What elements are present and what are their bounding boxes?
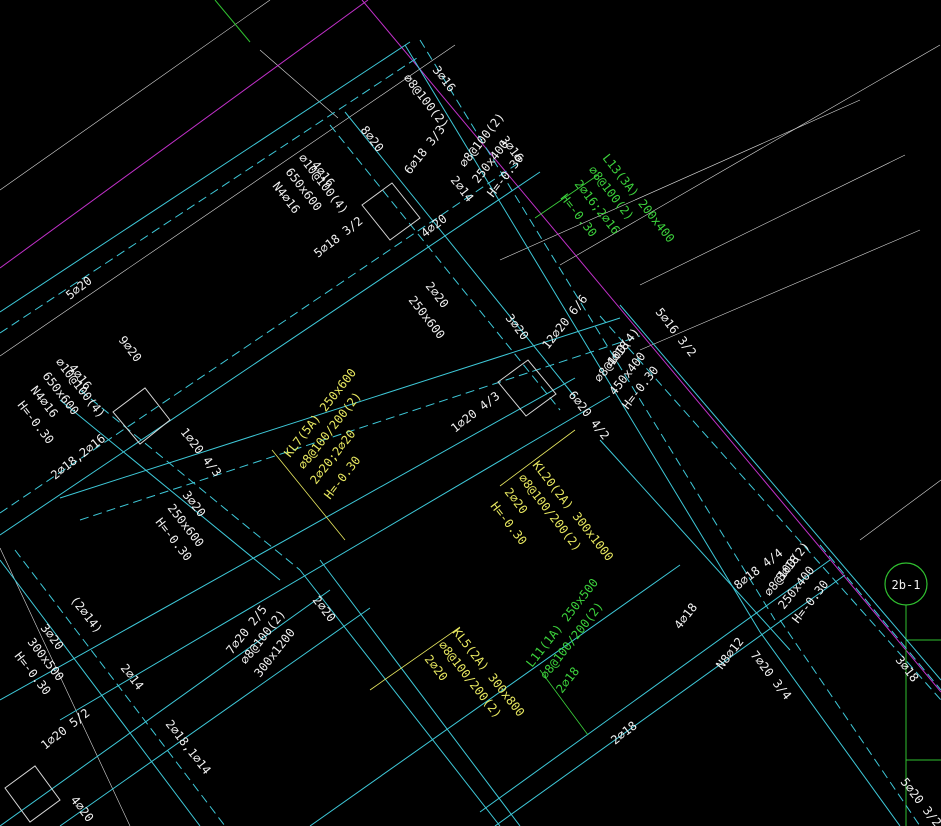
leader-line <box>369 626 461 691</box>
label: 2⌀14 <box>118 661 147 692</box>
beam-edge <box>329 124 561 411</box>
grid-line <box>559 44 941 266</box>
axis-bubble <box>884 562 928 606</box>
grid-line <box>259 49 339 119</box>
beam-edge <box>59 399 281 581</box>
label: (2⌀14) <box>68 593 106 636</box>
label: 5⌀20 <box>63 274 94 303</box>
columns <box>4 182 557 823</box>
column <box>361 182 421 241</box>
white-annotations: 3⌀16 ⌀8@100(2) 8⌀20 3⌀16 6⌀18 3/3 4⌀16 ⌀… <box>12 63 941 826</box>
label: 2⌀18,1⌀14 <box>163 717 214 777</box>
label: 3⌀18 <box>893 653 922 684</box>
column <box>112 387 171 445</box>
label: 3⌀16 <box>430 63 459 94</box>
label: 2⌀20 <box>310 593 339 624</box>
grid-line <box>859 479 941 541</box>
beam-edge <box>0 161 521 514</box>
beam-edge <box>0 589 331 826</box>
column <box>4 765 61 823</box>
leader-line <box>499 429 576 487</box>
beam-edge <box>779 619 921 826</box>
grid-line <box>499 99 861 261</box>
grid-line <box>639 229 921 351</box>
axis-line <box>214 0 251 43</box>
label: 2⌀18 <box>608 719 639 748</box>
beam-edge <box>419 39 776 621</box>
yellow-callouts: KL7(5A) 250x600 ⌀8@100/200(2) 2⌀20;2⌀20 … <box>281 366 616 721</box>
label: 4⌀20 <box>68 793 97 824</box>
label: 8⌀20 <box>358 123 387 154</box>
leader-lines <box>271 174 599 736</box>
axis-line <box>361 0 941 693</box>
beam-edge <box>479 559 831 813</box>
label: 1⌀20 4/3 <box>178 425 225 479</box>
beam-edge <box>79 389 301 571</box>
beam-edge <box>59 607 371 826</box>
label: 7⌀20 3/4 <box>748 648 795 702</box>
label: 1⌀20 5/2 <box>38 706 92 753</box>
beam-edge <box>299 569 501 826</box>
beam-edge <box>599 439 791 651</box>
grid-line <box>639 154 906 286</box>
label: 6⌀20 4/2 <box>566 388 613 442</box>
beam-edge <box>494 574 846 826</box>
beam-edge <box>59 317 621 499</box>
beam-edge <box>59 395 611 721</box>
label: 6⌀18 3/3 <box>401 123 448 177</box>
label: 9⌀20 <box>116 333 145 364</box>
beam-edge <box>319 559 521 826</box>
beam-edge <box>404 44 761 633</box>
axis-line <box>0 0 369 269</box>
leader-line <box>271 449 346 541</box>
beam-edge <box>344 111 576 398</box>
beam-edge <box>759 631 901 826</box>
beam-edge <box>0 41 411 313</box>
leader-line <box>534 174 599 219</box>
beam-edge <box>599 315 941 701</box>
beam-edge <box>14 549 226 826</box>
beam-edge <box>819 544 941 691</box>
beam-edge <box>79 335 641 521</box>
label: 2⌀18,2⌀16 <box>48 431 108 482</box>
grid-line <box>0 44 456 357</box>
beam-edge <box>0 377 576 701</box>
beam-outlines <box>0 39 941 826</box>
label: 1⌀20 4/3 <box>448 389 502 436</box>
column <box>497 359 557 417</box>
label: 12⌀20 6/6 <box>539 292 590 352</box>
leader-line <box>539 669 589 736</box>
axis-label: 2b-1 <box>892 578 921 592</box>
label: 5⌀18 3/2 <box>311 214 365 261</box>
grid-line <box>0 547 131 826</box>
label: 4⌀18 <box>671 600 700 631</box>
grid-line <box>0 0 271 191</box>
beam-edge <box>0 559 201 826</box>
beam-edge <box>0 171 541 536</box>
label: 5⌀20 3/2 <box>898 775 941 826</box>
beam-edge <box>619 304 941 681</box>
beam-edge <box>309 564 681 826</box>
